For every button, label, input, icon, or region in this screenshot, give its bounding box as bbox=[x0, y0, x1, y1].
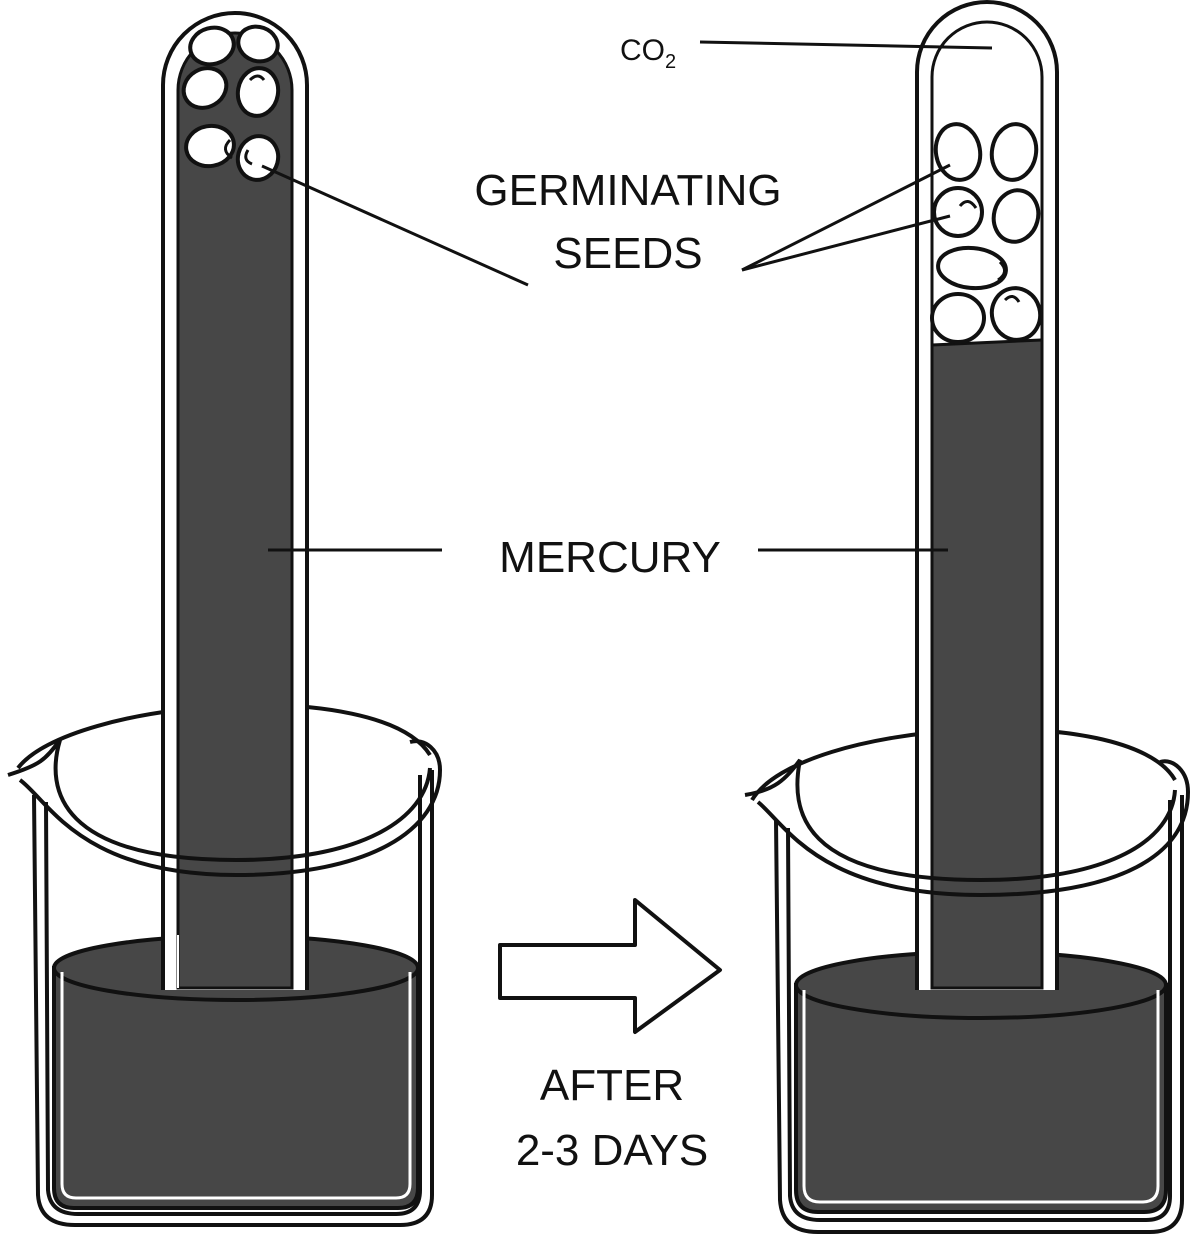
co2-label-main: CO bbox=[620, 34, 665, 67]
germinating-seeds-label-line1: GERMINATING bbox=[474, 166, 781, 215]
right-germinating-seeds bbox=[930, 122, 1043, 344]
seed bbox=[989, 286, 1043, 342]
seed bbox=[932, 186, 984, 238]
seed bbox=[236, 24, 280, 64]
seed bbox=[989, 122, 1039, 182]
co2-leader-line bbox=[699, 40, 993, 50]
left-apparatus bbox=[7, 11, 443, 1227]
after-arrow bbox=[498, 898, 722, 1034]
co2-label: CO2 bbox=[620, 34, 676, 73]
leader-lines bbox=[261, 40, 993, 552]
right-beaker-front-rim bbox=[744, 758, 1191, 898]
left-test-tube bbox=[161, 11, 309, 990]
right-apparatus bbox=[744, 0, 1191, 1234]
left-beaker-glass bbox=[32, 770, 434, 1227]
right-beaker-mercury bbox=[794, 950, 1168, 1214]
germinating-seeds-label-line2: SEEDS bbox=[553, 229, 702, 278]
after-label-line1: AFTER bbox=[540, 1061, 684, 1110]
co2-label-subscript: 2 bbox=[665, 51, 676, 73]
seeds-leader-left bbox=[261, 164, 529, 287]
left-germinating-seeds bbox=[181, 24, 281, 182]
seed bbox=[184, 123, 236, 169]
seed bbox=[181, 66, 229, 110]
seeds-leader-right-1 bbox=[741, 163, 951, 272]
seed bbox=[235, 66, 281, 118]
seed bbox=[930, 292, 986, 344]
mercury-label: MERCURY bbox=[499, 533, 721, 582]
after-label-line2: 2-3 DAYS bbox=[516, 1126, 708, 1175]
right-beaker-glass bbox=[774, 795, 1184, 1234]
left-beaker-front-rim bbox=[7, 738, 443, 878]
seed bbox=[188, 25, 236, 67]
seeds-leader-right-2 bbox=[741, 214, 951, 272]
seed bbox=[991, 188, 1041, 244]
